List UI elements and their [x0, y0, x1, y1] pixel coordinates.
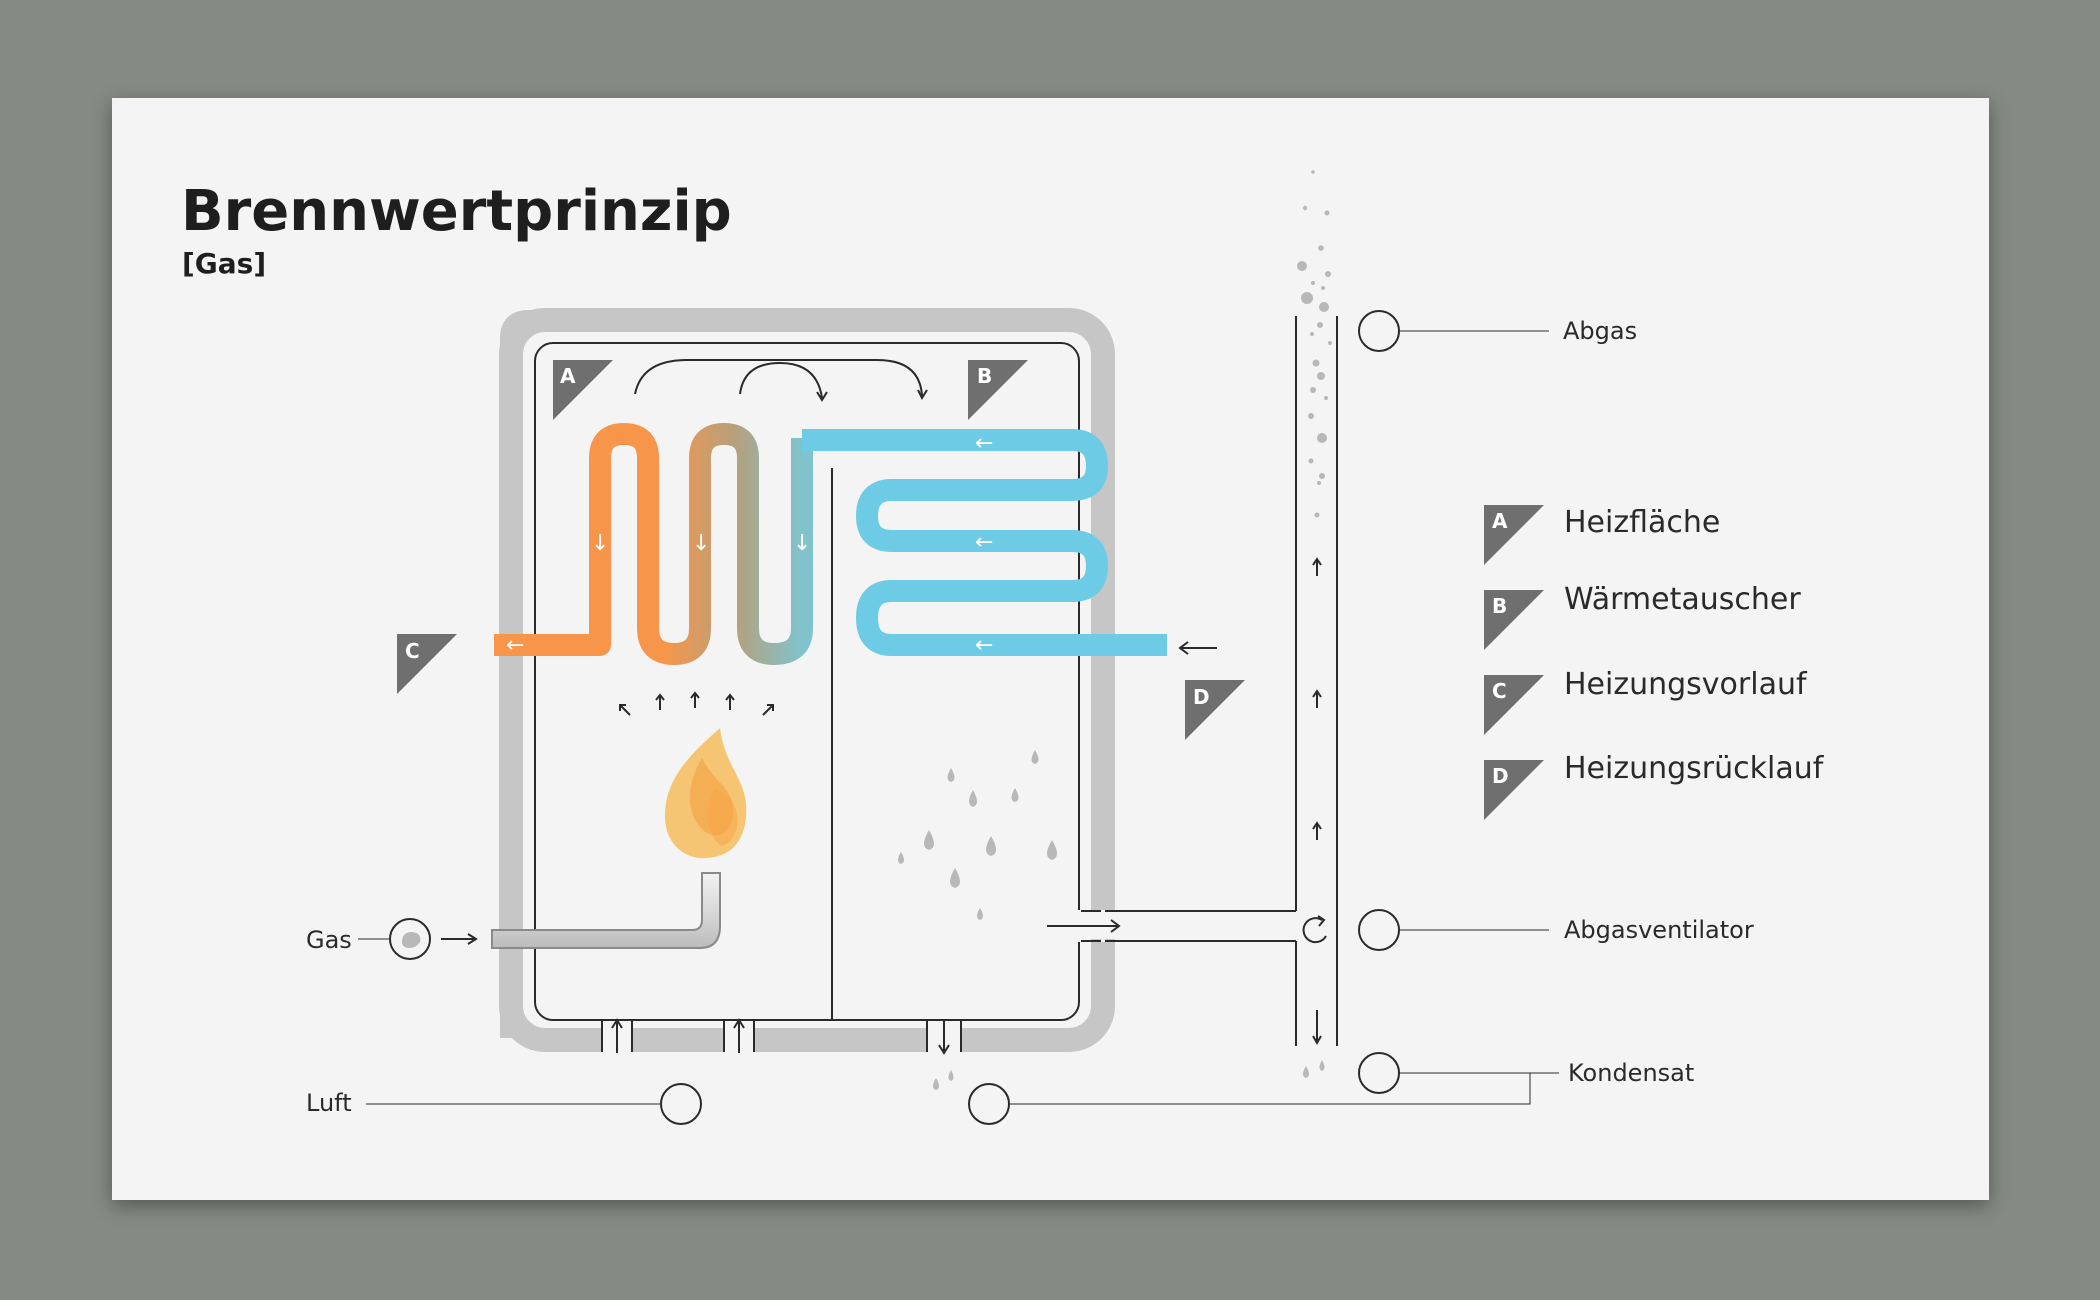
heating-pipe-hot: [494, 423, 813, 665]
condensing-boiler-diagram: Brennwertprinzip [Gas]: [181, 170, 1825, 1125]
svg-text:↓: ↓: [591, 531, 609, 556]
page-title: Brennwertprinzip: [181, 179, 732, 244]
exhaust-particles: [1297, 170, 1332, 518]
callout-kondensat: Kondensat: [968, 1052, 1694, 1125]
label-luft: Luft: [306, 1089, 352, 1117]
svg-text:←: ←: [506, 633, 524, 658]
callout-gas: Gas: [306, 918, 478, 960]
condensate-droplets: [898, 750, 1057, 920]
exhaust-flow-arrow: [1047, 919, 1121, 933]
label-abgasventilator: Abgasventilator: [1564, 916, 1754, 944]
fan-icon: [1302, 915, 1327, 944]
heat-rising-arrows: [619, 691, 774, 716]
label-abgas: Abgas: [1563, 317, 1637, 345]
label-kondensat: Kondensat: [1568, 1059, 1694, 1087]
svg-text:A: A: [1492, 509, 1508, 533]
svg-text:D: D: [1492, 764, 1509, 788]
svg-text:Heizungsrücklauf: Heizungsrücklauf: [1564, 751, 1825, 786]
svg-text:Heizfläche: Heizfläche: [1564, 505, 1720, 540]
flue-flow-arrows: [634, 359, 928, 402]
svg-text:C: C: [405, 639, 420, 663]
svg-text:Wärmetauscher: Wärmetauscher: [1564, 582, 1801, 617]
tag-b: B: [968, 360, 1028, 420]
svg-text:↓: ↓: [793, 531, 811, 556]
exhaust-up-arrows: [1312, 557, 1322, 1046]
air-inlet-arrows: [611, 1018, 950, 1055]
legend-item-b: B Wärmetauscher: [1484, 582, 1801, 650]
svg-text:Heizungsvorlauf: Heizungsvorlauf: [1564, 667, 1808, 702]
return-inlet-arrow: [1178, 641, 1217, 655]
svg-text:←: ←: [975, 633, 993, 658]
flame-icon: [664, 728, 747, 859]
tag-c: C: [397, 634, 457, 694]
svg-text:←: ←: [975, 530, 993, 555]
svg-text:↓: ↓: [692, 531, 710, 556]
svg-text:A: A: [560, 364, 576, 388]
callout-luft: Luft: [306, 1083, 702, 1125]
condensate-drain-droplets: [933, 1070, 954, 1090]
gas-pipe: [491, 872, 721, 949]
callout-abgas: Abgas: [1358, 310, 1637, 352]
legend: A Heizfläche B Wärmetauscher C Heizungsv…: [1484, 505, 1825, 820]
tag-a: A: [553, 360, 613, 420]
legend-item-c: C Heizungsvorlauf: [1484, 667, 1808, 735]
svg-text:B: B: [977, 364, 992, 388]
svg-text:B: B: [1492, 594, 1507, 618]
exhaust-stack: [1295, 316, 1338, 1046]
svg-text:D: D: [1193, 685, 1210, 709]
stack-condensate-droplets: [1303, 1060, 1325, 1078]
legend-item-d: D Heizungsrücklauf: [1484, 751, 1825, 820]
legend-item-a: A Heizfläche: [1484, 505, 1720, 565]
heating-pipe-cold: [802, 429, 1167, 656]
page-subtitle: [Gas]: [182, 247, 266, 280]
svg-text:C: C: [1492, 679, 1507, 703]
svg-text:←: ←: [975, 431, 993, 456]
callout-abgasventilator: Abgasventilator: [1358, 909, 1754, 951]
pipe-flow-arrows: ← ← ← ← ↓ ↓ ↓: [506, 431, 993, 658]
diagram-card: Brennwertprinzip [Gas]: [112, 98, 1989, 1200]
label-gas: Gas: [306, 926, 352, 954]
tag-d: D: [1185, 680, 1245, 740]
